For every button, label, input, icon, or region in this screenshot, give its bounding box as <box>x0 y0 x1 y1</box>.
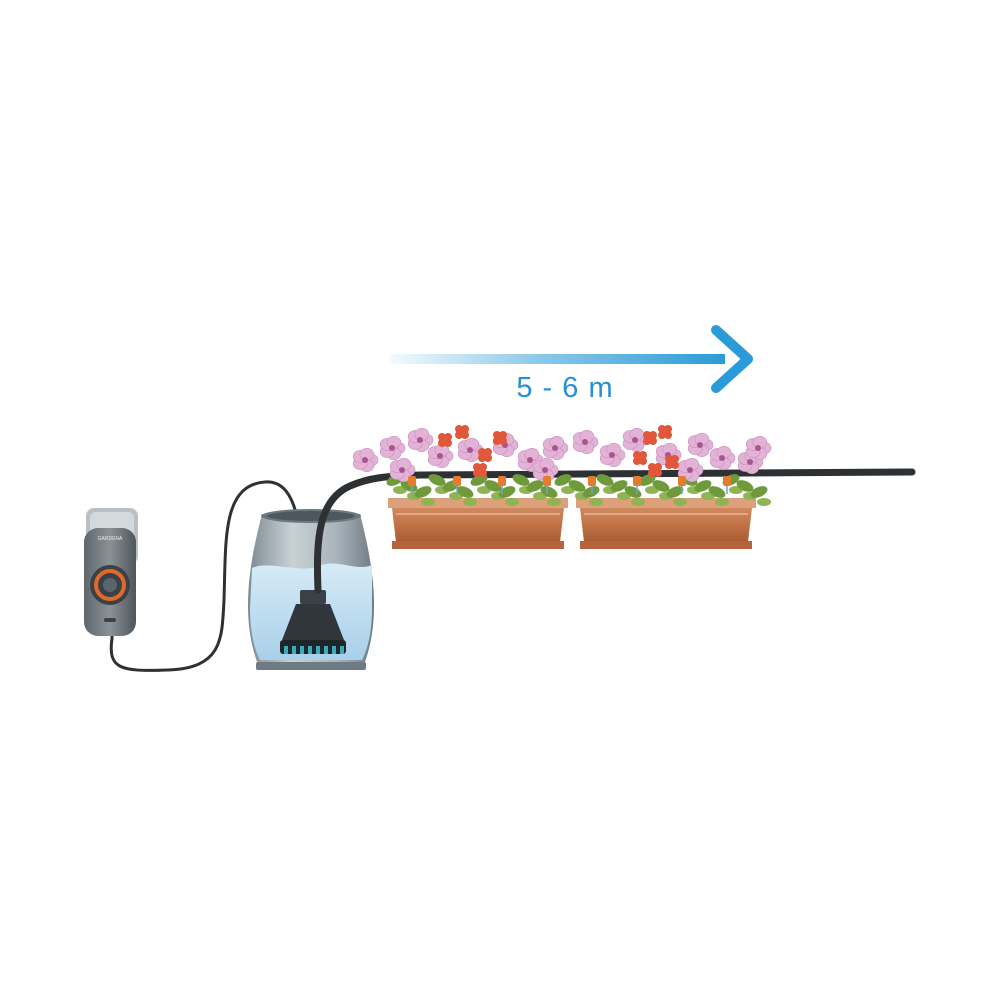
controller-brand: GARDENA <box>98 536 123 542</box>
leaf <box>512 474 530 486</box>
leaf <box>505 498 519 506</box>
petunia-flower <box>427 443 454 469</box>
leaf <box>750 486 768 498</box>
dripper <box>588 476 596 494</box>
leaf <box>414 486 432 498</box>
petunia-flower <box>687 432 714 458</box>
leaf <box>547 498 561 506</box>
arrow-right-icon <box>711 325 753 393</box>
petunia-flower <box>352 447 379 473</box>
leaf <box>456 486 474 498</box>
pump-controller-icon: GARDENA <box>84 508 138 640</box>
distance-arrow <box>390 325 753 393</box>
leaf <box>526 480 544 492</box>
petunia-flower <box>517 447 544 473</box>
leaf <box>568 480 586 492</box>
planter-left <box>388 498 568 549</box>
geranium-flower <box>658 425 672 439</box>
leaf <box>540 486 558 498</box>
dripper <box>633 476 641 494</box>
leaf <box>736 480 754 492</box>
leaf <box>673 498 687 506</box>
geranium-flower <box>493 431 507 445</box>
leaf <box>463 498 477 506</box>
arrow-shaft <box>390 354 725 364</box>
leaf <box>638 474 656 486</box>
flower-planting <box>352 425 772 506</box>
leaf <box>554 474 572 486</box>
petunia-flower <box>532 457 559 483</box>
distance-label: 5 - 6 m <box>516 372 614 404</box>
geranium-flower <box>438 433 452 447</box>
petunia-flower <box>379 435 406 461</box>
leaf <box>757 498 771 506</box>
dripper <box>498 476 506 494</box>
petunia-flower <box>599 442 626 468</box>
leaf <box>652 480 670 492</box>
petunia-flower <box>457 437 484 463</box>
petunia-flower <box>709 445 736 471</box>
geranium-flower <box>633 451 647 465</box>
submersible-pump-icon <box>280 590 346 654</box>
leaf <box>631 498 645 506</box>
petunia-flower <box>677 457 704 483</box>
petunia-flower <box>389 457 416 483</box>
planter-right <box>576 498 756 549</box>
geranium-flower <box>648 463 662 477</box>
leaf <box>470 474 488 486</box>
geranium-flower <box>478 448 492 462</box>
petunia-flower <box>407 427 434 453</box>
petunia-flower <box>745 435 772 461</box>
leaf <box>421 498 435 506</box>
leaf <box>589 498 603 506</box>
leaf <box>610 480 628 492</box>
petunia-flower <box>572 429 599 455</box>
geranium-flower <box>455 425 469 439</box>
leaf <box>484 480 502 492</box>
geranium-flower <box>643 431 657 445</box>
dripper <box>408 476 416 494</box>
dripper <box>453 476 461 494</box>
dripper <box>543 476 551 494</box>
petunia-flower <box>622 427 649 453</box>
drippers <box>408 476 731 494</box>
pump-intake-grille <box>284 646 344 654</box>
leaf <box>596 474 614 486</box>
dripper <box>723 476 731 494</box>
geranium-flower <box>665 455 679 469</box>
petunia-flower <box>542 435 569 461</box>
leaf <box>708 486 726 498</box>
leaf <box>694 480 712 492</box>
leaf <box>715 498 729 506</box>
power-cord <box>109 480 308 672</box>
leaf <box>666 486 684 498</box>
leaf <box>498 486 516 498</box>
dripper <box>678 476 686 494</box>
geranium-flower <box>473 463 487 477</box>
leaf <box>428 474 446 486</box>
leaf <box>582 486 600 498</box>
